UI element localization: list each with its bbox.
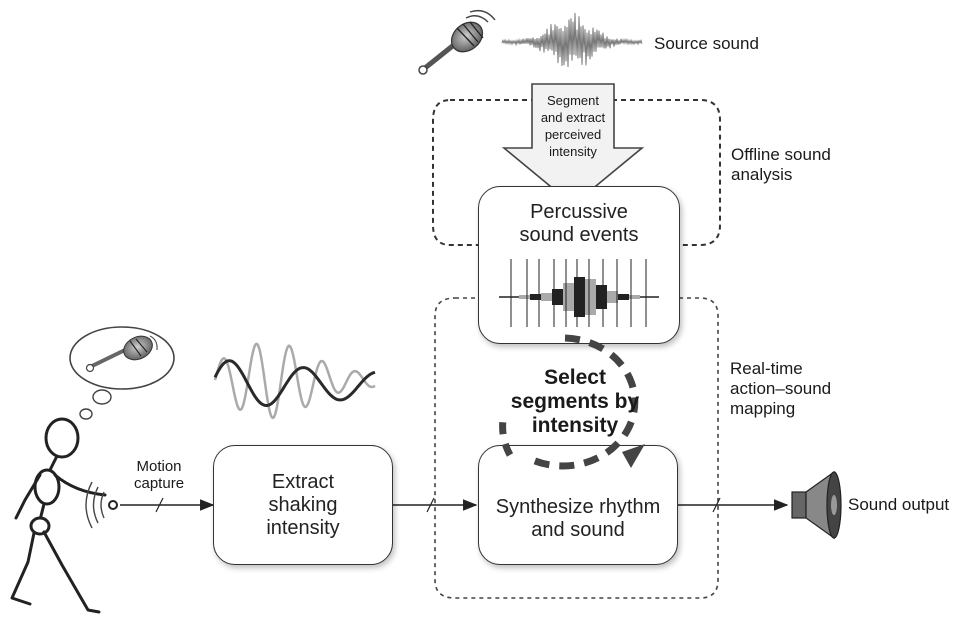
segment-arrow-label: Segment and extract perceived intensity — [540, 93, 606, 159]
thought-bubble-icon — [69, 326, 175, 420]
sound-output-label: Sound output — [848, 495, 950, 514]
offline-analysis-label: Offline sound analysis — [731, 145, 831, 184]
stick-figure-icon — [10, 417, 107, 614]
extract-label: Extract shaking intensity — [266, 470, 340, 539]
realtime-region-border — [434, 297, 719, 599]
realtime-mapping-label: Real-time action–sound mapping — [730, 359, 832, 418]
percussive-box: Percussive sound events — [478, 186, 680, 344]
motion-capture-label: Motion capture — [134, 458, 185, 492]
waveform-icon — [501, 12, 643, 68]
motion-wave-icon — [85, 481, 118, 529]
synthesize-label: Synthesize rhythm and sound — [495, 496, 661, 541]
speaker-icon — [791, 470, 842, 540]
synthesize-box: Synthesize rhythm and sound — [478, 445, 678, 565]
source-sound-label: Source sound — [654, 34, 759, 53]
segment-bars-chart — [499, 259, 659, 327]
shaker-icon — [418, 9, 496, 75]
extract-box: Extract shaking intensity — [213, 445, 393, 565]
intensity-wave-icon — [213, 342, 376, 420]
select-segments-label: Select segments by intensity — [510, 366, 640, 437]
percussive-label: Percussive sound events — [519, 201, 639, 246]
segment-arrow — [501, 83, 645, 207]
offline-region-border — [432, 99, 721, 246]
